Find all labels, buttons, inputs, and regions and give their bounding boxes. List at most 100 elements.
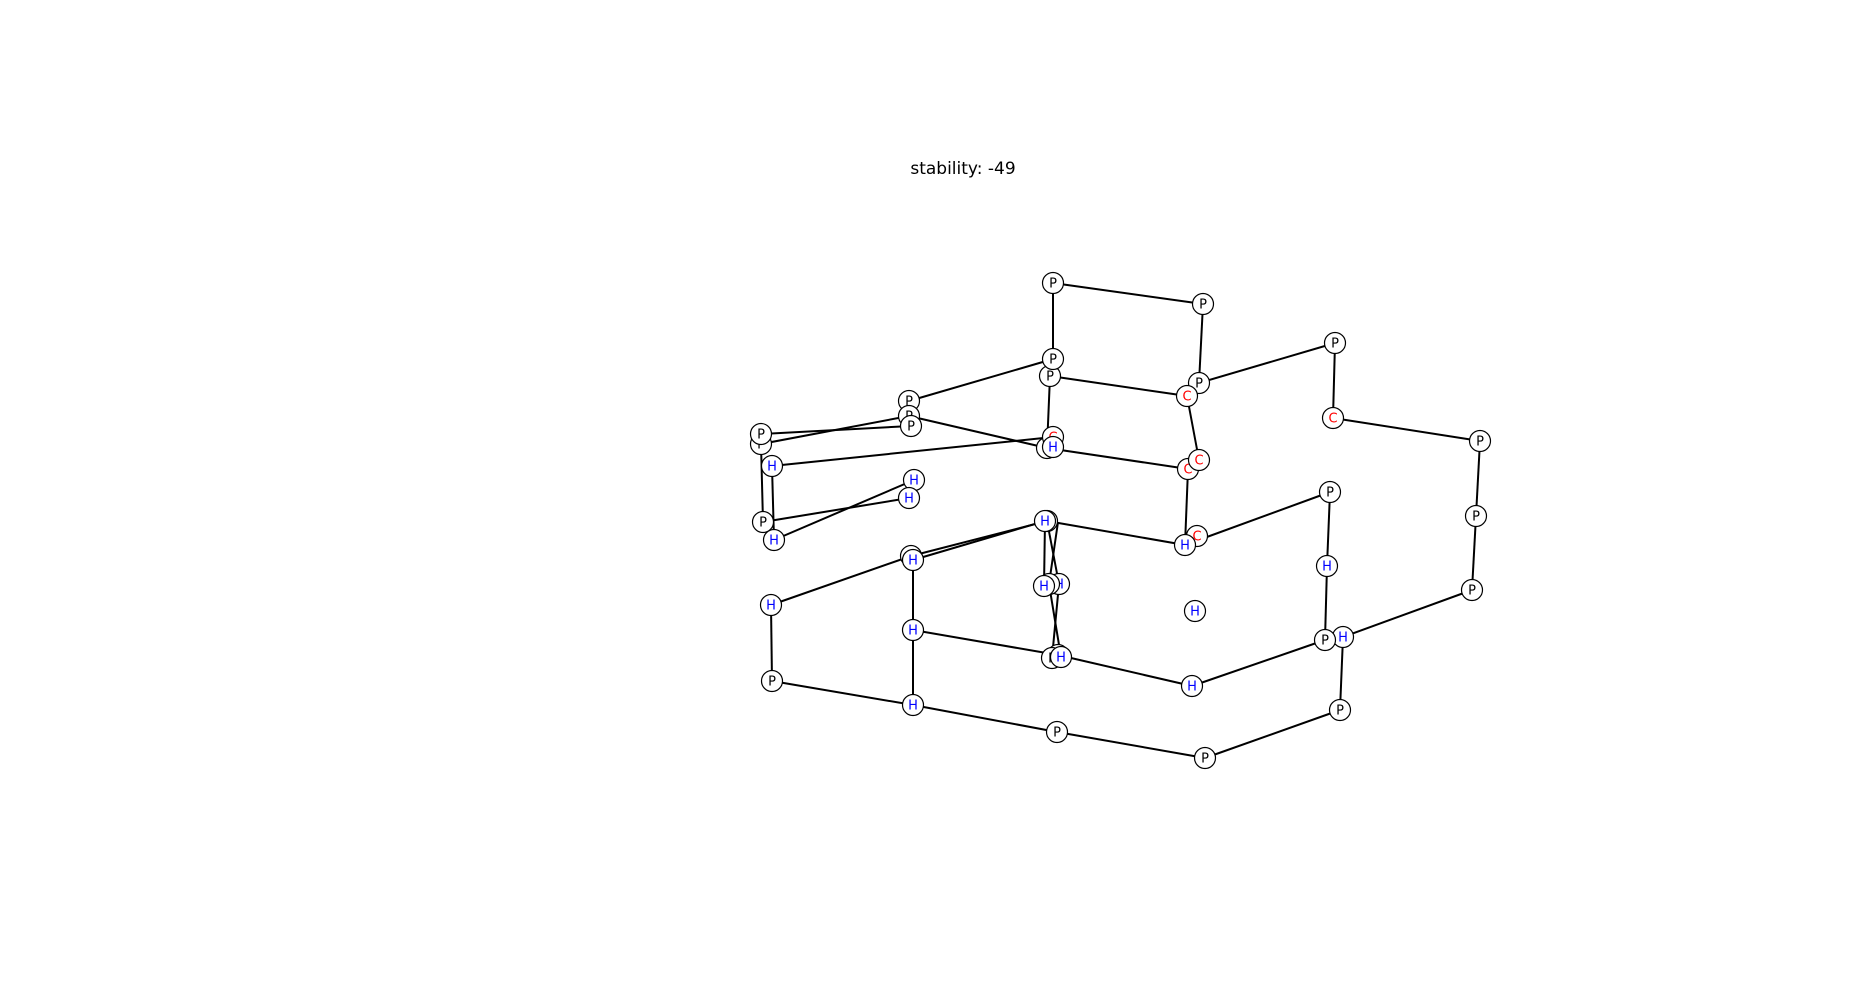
- residue-circle: [1191, 292, 1215, 316]
- bond-8: [1339, 636, 1344, 711]
- chain-bonds: [760, 282, 1481, 759]
- residue-circle: [1464, 504, 1488, 528]
- residue-label: H: [908, 699, 918, 714]
- residue-circle: [1175, 384, 1199, 408]
- residue-node-12: H: [901, 693, 925, 717]
- bond-5: [1475, 440, 1481, 517]
- bond-40: [912, 520, 1046, 561]
- residue-node-10: P: [1193, 746, 1217, 770]
- residue-label: P: [1201, 752, 1209, 767]
- bond-29: [773, 479, 915, 541]
- bond-17: [1049, 375, 1188, 397]
- residue-label: H: [1056, 651, 1066, 666]
- residue-node-49: H: [1041, 435, 1065, 459]
- residue-node-35: H: [760, 454, 784, 478]
- residue-label: P: [1199, 298, 1207, 313]
- residue-node-19: H: [1180, 674, 1204, 698]
- residue-label: H: [908, 624, 918, 639]
- bond-33: [1324, 565, 1328, 641]
- residue-node-4: C: [1321, 406, 1345, 430]
- residue-label: C: [1183, 463, 1192, 478]
- residue-circle: [901, 693, 925, 717]
- residue-node-31: P: [1041, 347, 1065, 371]
- residue-node-45: H: [1033, 509, 1057, 533]
- bond-43: [1046, 520, 1186, 546]
- residue-label: H: [1187, 680, 1197, 695]
- residue-circle: [1328, 698, 1352, 722]
- bond-27: [771, 436, 1054, 467]
- residue-node-41: P: [751, 510, 775, 534]
- residue-node-11: P: [1045, 720, 1069, 744]
- residue-label: H: [908, 554, 918, 569]
- residue-label: P: [1326, 486, 1334, 501]
- residue-node-42: H: [762, 528, 786, 552]
- bond-35: [1057, 654, 1193, 687]
- residue-node-5: P: [1468, 429, 1492, 453]
- residue-label: P: [907, 420, 915, 435]
- residue-node-44: H: [901, 548, 925, 572]
- residue-label: P: [1476, 435, 1484, 450]
- bond-11: [912, 704, 1058, 733]
- residue-circle: [1041, 271, 1065, 295]
- bond-9: [1204, 709, 1341, 759]
- residue-label: H: [766, 599, 776, 614]
- residue-circle: [1180, 674, 1204, 698]
- residue-node-20: P: [1313, 628, 1337, 652]
- bond-25: [760, 443, 764, 523]
- residue-node-47: H: [1032, 574, 1056, 598]
- chain-residues: PPPPCPPPHPPPHPHHHHHHPHPCHHCCCHPPPPPHPCHP…: [749, 271, 1492, 770]
- residue-circle: [899, 414, 923, 438]
- bond-36: [912, 629, 1059, 656]
- bond-6: [1471, 515, 1477, 591]
- residue-node-24: H: [1183, 599, 1207, 623]
- bond-12: [771, 680, 914, 706]
- residue-label: C: [1182, 390, 1191, 405]
- bond-21: [1046, 447, 1189, 470]
- residue-node-9: P: [1328, 698, 1352, 722]
- residue-label: C: [1328, 412, 1337, 427]
- residue-circle: [762, 528, 786, 552]
- residue-node-25: H: [1173, 533, 1197, 557]
- residue-node-8: H: [1331, 625, 1355, 649]
- residue-node-13: P: [760, 669, 784, 693]
- residue-circle: [1193, 746, 1217, 770]
- bond-30: [1184, 468, 1189, 546]
- residue-node-50: H: [1049, 645, 1073, 669]
- residue-circle: [1032, 574, 1056, 598]
- bond-1: [1198, 303, 1204, 384]
- residue-label: P: [1336, 704, 1344, 719]
- bond-16: [908, 358, 1054, 402]
- bond-24: [760, 425, 912, 435]
- bond-13: [770, 604, 773, 682]
- residue-label: H: [1338, 631, 1348, 646]
- bond-28: [771, 465, 775, 541]
- residue-node-46: H: [901, 618, 925, 642]
- residue-node-22: P: [1318, 480, 1342, 504]
- bond-20: [908, 415, 1048, 449]
- residue-circle: [1045, 720, 1069, 744]
- residue-node-48: P: [749, 422, 773, 446]
- residue-label: H: [1040, 515, 1050, 530]
- residue-circle: [1313, 628, 1337, 652]
- residue-circle: [1041, 347, 1065, 371]
- residue-node-1: P: [1191, 292, 1215, 316]
- bond-0: [1052, 282, 1204, 305]
- bond-26: [762, 497, 910, 523]
- residue-label: P: [1331, 337, 1339, 352]
- residue-label: P: [1195, 377, 1203, 392]
- residue-circle: [1173, 533, 1197, 557]
- residue-node-7: P: [1460, 578, 1484, 602]
- residue-circle: [1187, 448, 1211, 472]
- bond-4: [1332, 417, 1481, 442]
- residue-label: P: [1468, 584, 1476, 599]
- residue-label: P: [1049, 353, 1057, 368]
- residue-circle: [1041, 435, 1065, 459]
- residue-node-43: H: [897, 486, 921, 510]
- residue-label: P: [1472, 510, 1480, 525]
- residue-label: H: [1180, 539, 1190, 554]
- diagram-title: stability: -49: [910, 159, 1015, 179]
- residue-label: H: [1048, 441, 1058, 456]
- bond-10: [1056, 731, 1206, 759]
- residue-circle: [1049, 645, 1073, 669]
- residue-node-21: H: [1315, 554, 1339, 578]
